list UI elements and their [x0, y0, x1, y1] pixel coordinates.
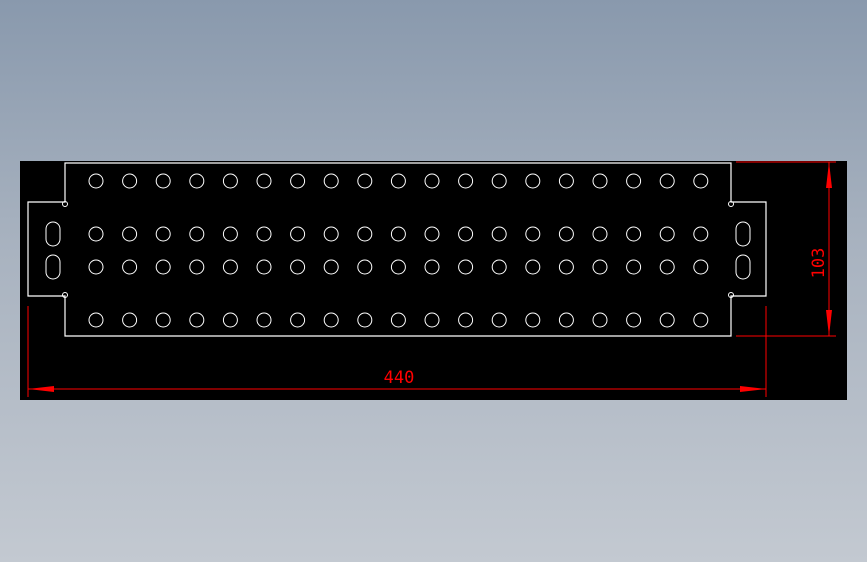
vent-hole [458, 259, 474, 275]
vent-hole [290, 312, 306, 328]
vent-hole [155, 259, 171, 275]
vent-hole [357, 259, 373, 275]
vent-hole [390, 312, 406, 328]
mounting-slot [735, 221, 751, 247]
vent-hole [592, 173, 608, 189]
vent-hole [592, 226, 608, 242]
vent-hole [458, 312, 474, 328]
corner-notch [62, 292, 68, 298]
vent-hole [693, 259, 709, 275]
vent-hole [323, 173, 339, 189]
vent-hole [424, 259, 440, 275]
vent-hole [357, 173, 373, 189]
vent-hole [222, 259, 238, 275]
vent-hole [458, 173, 474, 189]
arrowhead [28, 386, 54, 392]
vent-hole [390, 259, 406, 275]
vent-hole [88, 312, 104, 328]
vent-hole [525, 312, 541, 328]
vent-hole [222, 226, 238, 242]
panel-outline [27, 162, 767, 337]
vent-hole [155, 312, 171, 328]
vent-hole [290, 259, 306, 275]
vent-hole [323, 226, 339, 242]
vent-hole [693, 312, 709, 328]
arrowhead [826, 162, 832, 188]
vent-hole [88, 259, 104, 275]
corner-notch [62, 201, 68, 207]
vent-hole [256, 259, 272, 275]
vent-hole [390, 173, 406, 189]
vent-hole [323, 259, 339, 275]
dimension-lines: 440 103 [27, 161, 836, 397]
vent-hole [189, 259, 205, 275]
vent-hole [491, 226, 507, 242]
vent-hole [88, 226, 104, 242]
vent-hole [155, 173, 171, 189]
vent-hole [558, 173, 574, 189]
vent-hole [256, 226, 272, 242]
vent-hole [357, 312, 373, 328]
dimension-width-label: 440 [384, 368, 415, 388]
vent-hole-grid [88, 173, 709, 328]
vent-hole [693, 173, 709, 189]
vent-hole [592, 259, 608, 275]
vent-hole [256, 173, 272, 189]
vent-hole [659, 259, 675, 275]
mounting-slot [735, 254, 751, 280]
vent-hole [626, 226, 642, 242]
vent-hole [222, 173, 238, 189]
vent-hole [189, 226, 205, 242]
vent-hole [626, 259, 642, 275]
vent-hole [122, 259, 138, 275]
vent-hole [659, 312, 675, 328]
vent-hole [458, 226, 474, 242]
vent-hole [424, 173, 440, 189]
vent-hole [558, 259, 574, 275]
vent-hole [525, 259, 541, 275]
vent-hole [256, 312, 272, 328]
panel-outline-group [27, 162, 767, 337]
vent-hole [122, 226, 138, 242]
vent-hole [659, 173, 675, 189]
vent-hole [693, 226, 709, 242]
vent-hole [626, 173, 642, 189]
vent-hole [222, 312, 238, 328]
vent-hole [659, 226, 675, 242]
cad-viewport[interactable]: 440 103 [20, 161, 847, 400]
vent-hole [122, 312, 138, 328]
dimension-height-label: 103 [809, 248, 829, 279]
vent-hole [525, 226, 541, 242]
vent-hole [390, 226, 406, 242]
vent-hole [189, 173, 205, 189]
vent-hole [491, 173, 507, 189]
vent-hole [558, 226, 574, 242]
vent-hole [290, 173, 306, 189]
vent-hole [626, 312, 642, 328]
corner-notch [728, 292, 734, 298]
panel-drawing: 440 103 [27, 161, 836, 397]
vent-hole [189, 312, 205, 328]
mounting-slot [45, 221, 61, 247]
vent-hole [558, 312, 574, 328]
corner-notch [728, 201, 734, 207]
vent-hole [122, 173, 138, 189]
arrowhead [826, 310, 832, 336]
vent-hole [424, 312, 440, 328]
mounting-slot [45, 254, 61, 280]
vent-hole [290, 226, 306, 242]
vent-hole [88, 173, 104, 189]
vent-hole [424, 226, 440, 242]
arrowhead [740, 386, 766, 392]
vent-hole [357, 226, 373, 242]
vent-hole [491, 259, 507, 275]
vent-hole [592, 312, 608, 328]
vent-hole [323, 312, 339, 328]
vent-hole [155, 226, 171, 242]
vent-hole [491, 312, 507, 328]
vent-hole [525, 173, 541, 189]
